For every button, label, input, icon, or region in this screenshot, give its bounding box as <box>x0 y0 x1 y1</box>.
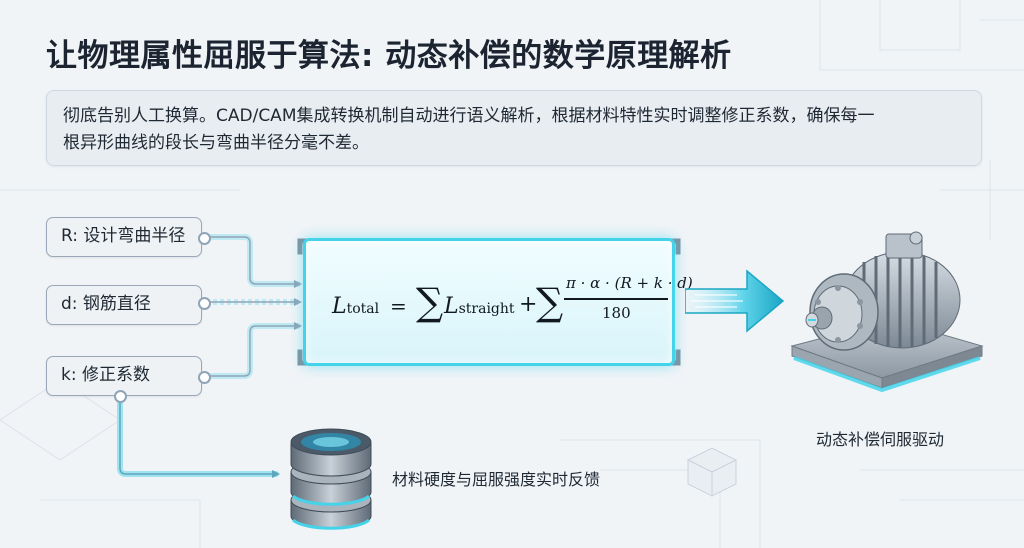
formula-l-total: Ltotal <box>332 294 379 319</box>
connector-r <box>203 234 301 287</box>
param-d-label: d: 钢筋直径 <box>46 285 202 325</box>
formula-sub-straight: straight <box>458 301 515 317</box>
port-r <box>198 232 211 245</box>
servo-motor-icon <box>790 231 984 393</box>
connector-feedback <box>117 393 279 477</box>
connector-k <box>203 323 301 379</box>
port-d <box>198 297 211 310</box>
formula-l-symbol: L <box>332 294 347 319</box>
formula-l-straight: Lstraight <box>444 294 515 319</box>
arrow-right-icon <box>685 269 785 333</box>
database-label: 材料硬度与屈服强度实时反馈 <box>392 470 601 489</box>
formula-sub-total: total <box>346 301 380 317</box>
formula-fraction-bar <box>564 298 668 300</box>
formula-l-symbol-2: L <box>444 294 459 319</box>
formula-plus: + <box>519 292 538 317</box>
formula-denominator: 180 <box>602 304 631 322</box>
port-k-feedback <box>114 390 127 403</box>
formula-numerator: π · α · (R + k · d) <box>566 274 693 292</box>
summary-line-1: 彻底告别人工换算。CAD/CAM集成转换机制自动进行语义解析，根据材料特性实时调… <box>63 106 875 126</box>
page-title: 让物理属性屈服于算法: 动态补偿的数学原理解析 <box>46 38 732 74</box>
summary-line-2: 根异形曲线的段长与弯曲半径分毫不差。 <box>63 133 369 153</box>
formula-box <box>303 238 675 366</box>
formula-sum-2: ∑ <box>536 280 564 324</box>
param-k-label: k: 修正系数 <box>46 356 202 396</box>
bend-length-formula: Ltotal = ∑ Lstraight + ∑ π · α · (R + k … <box>332 272 693 332</box>
summary-callout: 彻底告别人工换算。CAD/CAM集成转换机制自动进行语义解析，根据材料特性实时调… <box>46 90 982 166</box>
formula-sum-1: ∑ <box>416 280 444 324</box>
param-r-label: R: 设计弯曲半径 <box>46 217 202 257</box>
formula-equals: = <box>390 294 407 318</box>
port-k <box>198 371 211 384</box>
motor-label: 动态补偿伺服驱动 <box>816 430 945 449</box>
database-icon <box>290 428 372 530</box>
